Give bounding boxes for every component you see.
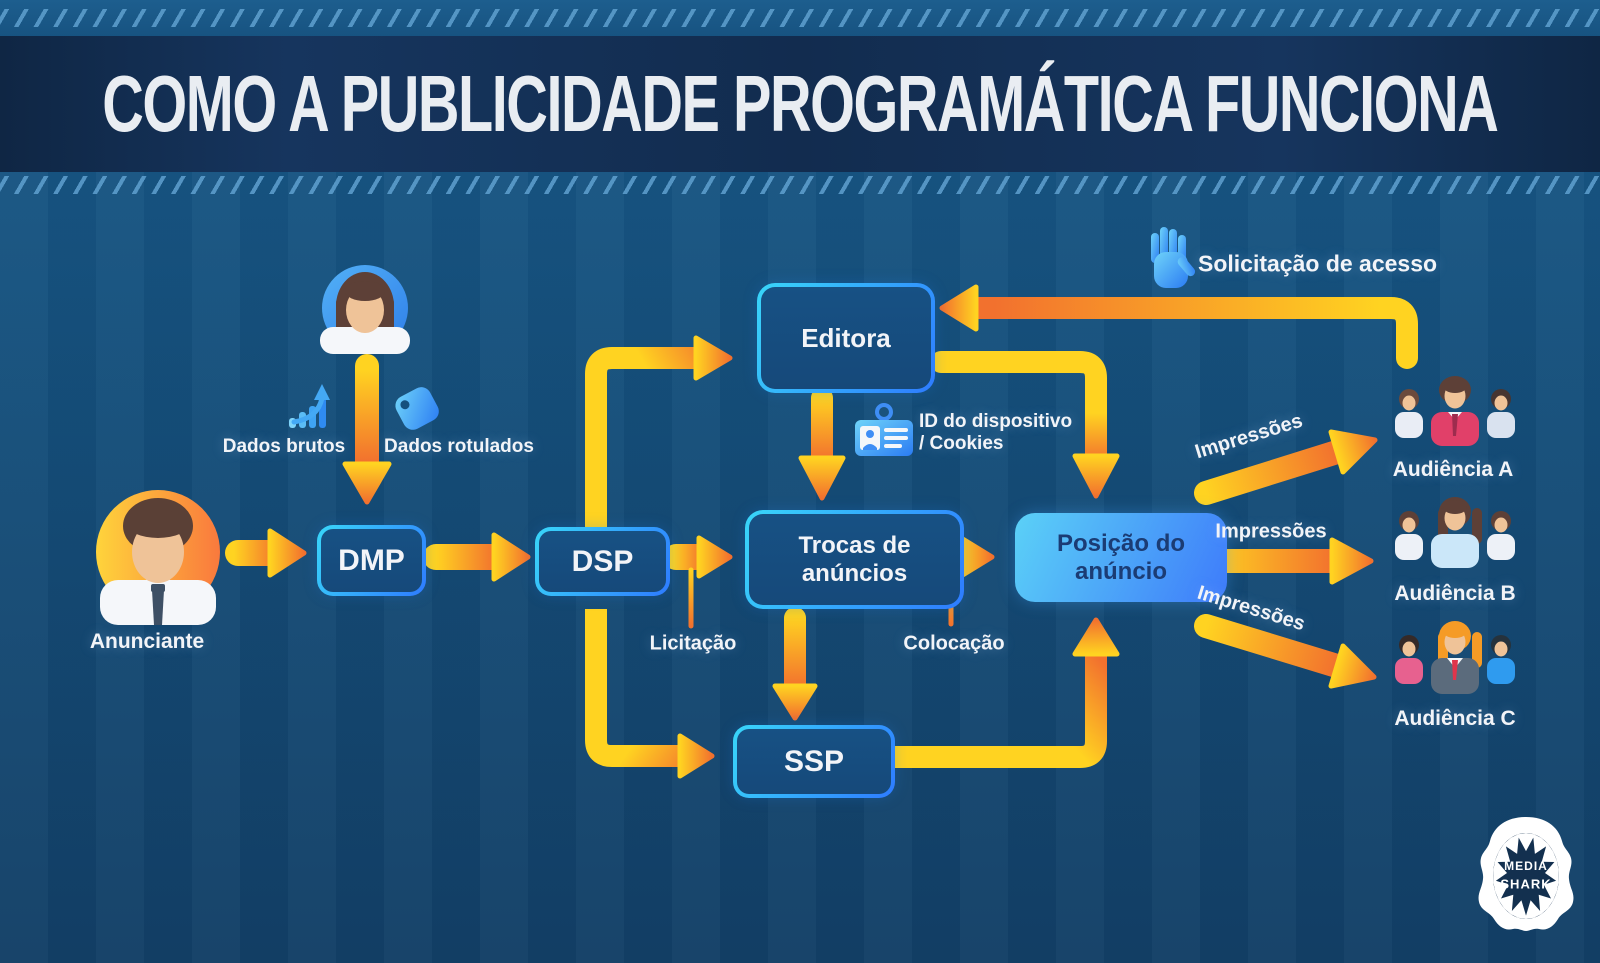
node-dmp-label: DMP	[338, 543, 405, 577]
node-trocas-label: Trocas de anúncios	[798, 531, 911, 587]
id-dispositivo-label-line1: ID do dispositivo	[919, 411, 1073, 432]
diagonal-slashes	[0, 176, 1600, 194]
anunciante-label: Anunciante	[89, 630, 205, 653]
top-stripe-band	[0, 0, 1600, 36]
man-avatar-icon	[96, 490, 220, 625]
arrow-ssp-to-posicao	[880, 617, 1120, 768]
diagonal-slashes	[0, 9, 1600, 27]
node-ssp-label: SSP	[783, 744, 845, 778]
node-posicao-do-anuncio: Posição do anúncio	[1015, 513, 1227, 602]
id-badge-icon	[855, 403, 913, 456]
shark-jaw-logo	[1478, 817, 1574, 931]
title-band: COMO A PUBLICIDADE PROGRAMÁTICA FUNCIONA	[0, 36, 1600, 172]
arrow-trocas-to-posicao-colocacao	[926, 535, 995, 627]
people-group-a-icon	[1395, 376, 1515, 446]
arrow-anunciante-to-dmp	[225, 528, 307, 578]
licitacao-label: Licitação	[649, 632, 737, 655]
node-dsp-label: DSP	[571, 544, 634, 578]
arrow-dsp-to-ssp	[585, 609, 715, 779]
audiencia-a-label: Audiência A	[1392, 458, 1514, 481]
arrow-dsp-to-editora	[585, 335, 733, 529]
mid-stripe-band	[0, 172, 1600, 198]
people-group-b-icon	[1395, 497, 1515, 568]
id-dispositivo-label-line2: / Cookies	[919, 433, 1004, 454]
dados-brutos-label: Dados brutos	[222, 436, 346, 457]
node-dsp: DSP	[535, 527, 670, 596]
logo-text-shark: SHARK	[1500, 876, 1552, 892]
bar-chart-up-icon	[289, 384, 330, 428]
arrow-visitante-to-dmp	[342, 354, 392, 505]
dados-rotulados-label: Dados rotulados	[384, 436, 534, 457]
arrow-trocas-to-ssp	[772, 607, 818, 721]
people-group-c-icon	[1395, 621, 1515, 694]
raised-hand-icon	[1151, 227, 1196, 288]
impressoes-b-label: Impressões	[1215, 520, 1327, 543]
arrow-dmp-to-dsp	[423, 532, 531, 582]
woman-avatar-icon	[320, 265, 410, 354]
arrow-editora-to-posicao	[930, 351, 1120, 499]
arrow-impressoes-a	[1194, 429, 1378, 505]
node-ssp: SSP	[733, 725, 895, 798]
price-tag-icon	[395, 387, 439, 430]
colocacao-label: Colocação	[903, 632, 1005, 655]
arrow-impressoes-b	[1196, 537, 1374, 585]
audiencia-b-label: Audiência B	[1394, 582, 1516, 605]
node-trocas: Trocas de anúncios	[745, 510, 964, 609]
arrow-impressoes-c	[1194, 614, 1377, 689]
logo-text-media: MEDIA	[1504, 859, 1548, 873]
arrow-editora-to-trocas	[798, 387, 846, 501]
arrow-solicitacao-to-editora	[939, 284, 1418, 369]
solicitacao-de-acesso-label: Solicitação de acesso	[1198, 250, 1438, 277]
arrow-dsp-to-trocas-licitacao	[663, 535, 733, 629]
node-dmp: DMP	[317, 525, 426, 596]
node-editora: Editora	[757, 283, 935, 393]
page-title: COMO A PUBLICIDADE PROGRAMÁTICA FUNCIONA	[102, 59, 1499, 148]
audiencia-c-label: Audiência C	[1394, 707, 1516, 730]
node-editora-label: Editora	[801, 322, 891, 353]
node-posicao-label: Posição do anúncio	[1056, 529, 1186, 585]
